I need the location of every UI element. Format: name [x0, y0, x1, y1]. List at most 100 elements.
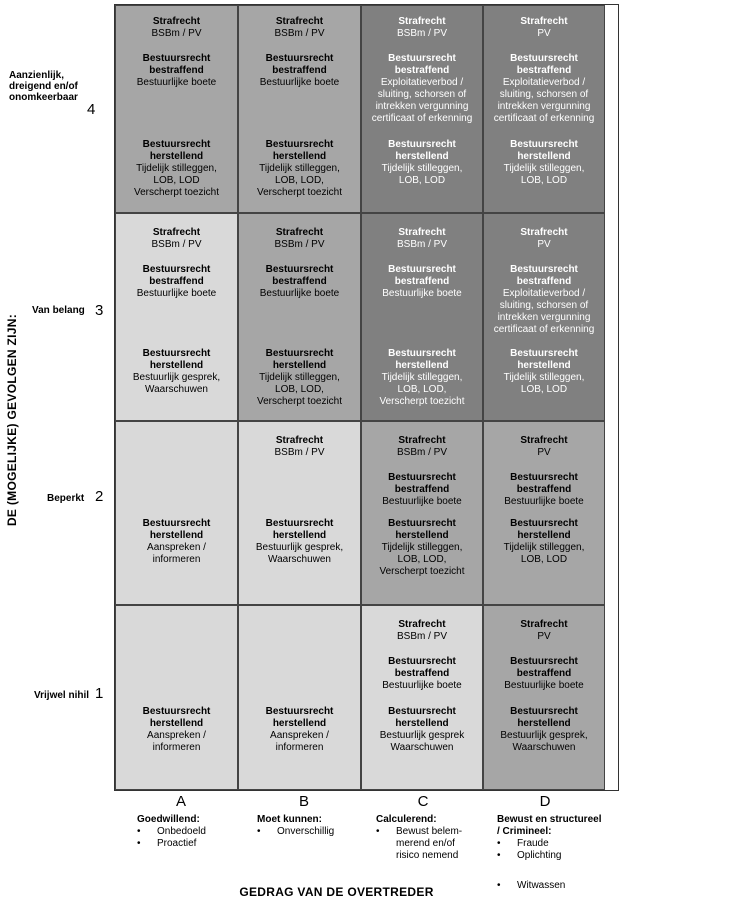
measure-title: herstellend [149, 718, 204, 729]
measure-detail: PV [537, 239, 551, 250]
measure-title: Strafrecht [275, 227, 324, 238]
measure-detail: Bestuurlijke boete [259, 77, 340, 88]
measure-detail: Aanspreken / [270, 730, 329, 741]
measure-detail: BSBm / PV [396, 447, 447, 458]
measure-detail: BSBm / PV [274, 28, 325, 39]
measure-detail: certificaat of erkenning [493, 113, 595, 124]
measure-title: herstellend [149, 530, 204, 541]
measure-detail: BSBm / PV [396, 239, 447, 250]
measure-title: Bestuursrecht [142, 53, 211, 64]
column-description: Bewust en structureel/ Crimineel:FraudeO… [497, 814, 601, 892]
column-title: / Crimineel: [497, 826, 552, 837]
measure-title: herstellend [517, 530, 571, 541]
measure-title: Bestuursrecht [265, 706, 334, 717]
measure-detail: intrekken vergunning [497, 312, 591, 323]
measure-title: Strafrecht [398, 435, 446, 446]
column-bullet: Bewust belem- merend en/of risico nemend [376, 826, 462, 862]
measure-detail: LOB, LOD [520, 175, 568, 186]
measure-detail: BSBm / PV [396, 28, 447, 39]
row-label-line: Van belang [32, 305, 85, 316]
measure-title: Bestuursrecht [388, 472, 456, 483]
measure-detail: Tijdelijk stilleggen, [503, 372, 585, 383]
measure-title: Bestuursrecht [510, 472, 578, 483]
measure-title: Bestuursrecht [510, 656, 578, 667]
column-bullet: Fraude [497, 838, 601, 850]
measure-detail: Bestuurlijke boete [259, 288, 340, 299]
column-letter: D [539, 793, 551, 810]
measure-detail: Bestuurlijke boete [136, 77, 217, 88]
measure-title: Bestuursrecht [388, 518, 456, 529]
measure-detail: Exploitatieverbod / [380, 77, 464, 88]
column-letter: C [417, 793, 429, 810]
measure-detail: Bestuurlijke boete [504, 680, 584, 691]
measure-detail: informeren [275, 742, 324, 753]
row-number: 2 [95, 488, 104, 505]
measure-title: Strafrecht [398, 619, 446, 630]
measure-title: Bestuursrecht [510, 348, 578, 359]
column-description: Calculerend:Bewust belem- merend en/of r… [376, 814, 462, 862]
measure-title: bestraffend [272, 65, 327, 76]
measure-title: Bestuursrecht [388, 706, 456, 717]
measure-title: herstellend [149, 360, 204, 371]
column-bullet: Oplichting [497, 850, 601, 862]
row-label-line: dreigend en/of [9, 81, 78, 92]
measure-detail: LOB, LOD, [397, 384, 447, 395]
measure-title: Strafrecht [520, 619, 568, 630]
measure-detail: PV [537, 447, 551, 458]
measure-detail: Bestuurlijke boete [504, 496, 584, 507]
measure-detail: LOB, LOD [520, 554, 568, 565]
measure-detail: Bestuurlijke boete [136, 288, 217, 299]
measure-title: Strafrecht [152, 227, 201, 238]
measure-detail: sluiting, schorsen of [499, 89, 589, 100]
measure-detail: BSBm / PV [151, 239, 202, 250]
measure-detail: Bestuurlijke boete [382, 496, 462, 507]
measure-title: herstellend [272, 151, 327, 162]
measure-title: Bestuursrecht [265, 348, 334, 359]
measure-title: Strafrecht [398, 16, 446, 27]
measure-title: Strafrecht [520, 435, 568, 446]
row-label: Van belang [32, 305, 85, 316]
measure-title: bestraffend [394, 484, 450, 495]
column-title: Moet kunnen: [257, 814, 322, 825]
measure-title: Bestuursrecht [265, 518, 334, 529]
measure-detail: Bestuurlijk gesprek, [500, 730, 588, 741]
measure-title: Bestuursrecht [265, 139, 334, 150]
measure-detail: intrekken vergunning [497, 101, 591, 112]
measure-title: Bestuursrecht [388, 139, 456, 150]
measure-detail: Tijdelijk stilleggen, [381, 542, 463, 553]
measure-title: herstellend [272, 718, 327, 729]
measure-title: bestraffend [394, 276, 450, 287]
measure-detail: informeren [152, 742, 201, 753]
measure-title: Bestuursrecht [142, 706, 211, 717]
measure-detail: BSBm / PV [274, 447, 325, 458]
measure-title: Strafrecht [275, 435, 324, 446]
column-letter: B [298, 793, 309, 810]
measure-detail: Bestuurlijke boete [382, 680, 462, 691]
measure-title: Bestuursrecht [265, 53, 334, 64]
row-label: Vrijwel nihil [34, 690, 89, 701]
measure-title: Bestuursrecht [388, 264, 456, 275]
measure-detail: PV [537, 631, 551, 642]
measure-title: Bestuursrecht [510, 264, 578, 275]
column-title: Calculerend: [376, 814, 437, 825]
measure-detail: certificaat of erkenning [371, 113, 473, 124]
measure-title: bestraffend [149, 276, 204, 287]
